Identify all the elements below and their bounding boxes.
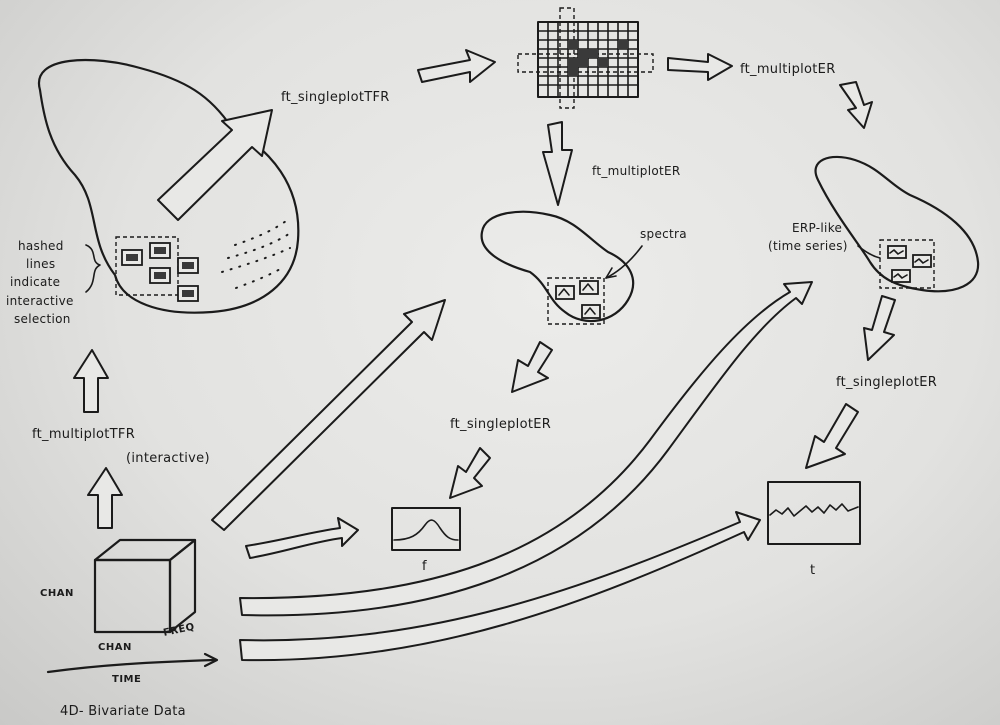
label-time-series: (time series) <box>768 239 848 253</box>
arrow-to-grid <box>417 49 496 83</box>
note-line-3: indicate <box>10 275 60 289</box>
arrow-cube-to-rightblob <box>239 281 813 617</box>
data-cube: CHAN CHAN FREQ TIME 4D- Bivariate Data <box>40 538 219 719</box>
axis-label-t: t <box>810 563 815 578</box>
label-spectra: spectra <box>640 227 687 241</box>
label-interactive: (interactive) <box>126 451 210 466</box>
note-line-5: selection <box>14 312 71 326</box>
timeseries-plot: t <box>767 481 861 578</box>
note-line-4: interactive <box>6 294 74 308</box>
arrow-multiploter-to-blob <box>839 81 873 129</box>
topo-blob-left <box>37 58 300 314</box>
label-singleplottfr: ft_singleplotTFR <box>281 90 390 105</box>
spectrum-plot: f <box>391 507 461 574</box>
arrow-singleploter-to-f <box>449 447 491 499</box>
arrow-cube-to-midblob <box>211 299 446 531</box>
arrow-midblob-down <box>511 341 553 393</box>
tfr-minis-left <box>121 242 199 302</box>
time-axis-label: TIME <box>112 674 141 685</box>
topo-blob-middle: spectra <box>480 210 687 325</box>
label-multiploter-top: ft_multiplotER <box>740 62 836 77</box>
cube-label-chan-left: CHAN <box>40 588 74 599</box>
note-line-2: lines <box>26 257 55 271</box>
arrow-grid-down <box>542 121 573 206</box>
arrow-cube-to-f <box>245 517 359 559</box>
axis-label-f: f <box>422 559 427 574</box>
arrow-grid-to-multiploter <box>667 53 733 81</box>
label-erp-like: ERP-like <box>792 221 842 235</box>
label-multiplottfr: ft_multiplotTFR <box>32 427 135 442</box>
arrow-rightblob-down <box>863 295 896 361</box>
arrow-cube-up-1 <box>87 467 123 529</box>
label-singleploter-mid: ft_singleplotER <box>450 417 551 432</box>
label-singleploter-right: ft_singleplotER <box>836 375 937 390</box>
tfr-grid <box>517 7 654 109</box>
note-line-1: hashed <box>18 239 64 253</box>
label-multiploter-mid: ft_multiplotER <box>592 164 681 178</box>
arrow-singleploter-to-t <box>805 403 859 469</box>
selection-note: hashed lines indicate interactive select… <box>6 239 101 326</box>
arrow-cube-up-2 <box>73 349 109 413</box>
topo-blob-right: ERP-like (time series) <box>768 155 980 293</box>
cube-label-chan-bottom: CHAN <box>98 642 132 653</box>
arrow-cube-to-t <box>239 511 761 662</box>
cube-label-freq: FREQ <box>162 622 195 639</box>
arrow-blob-to-singleplottfr <box>157 109 273 221</box>
data-title: 4D- Bivariate Data <box>60 704 186 719</box>
